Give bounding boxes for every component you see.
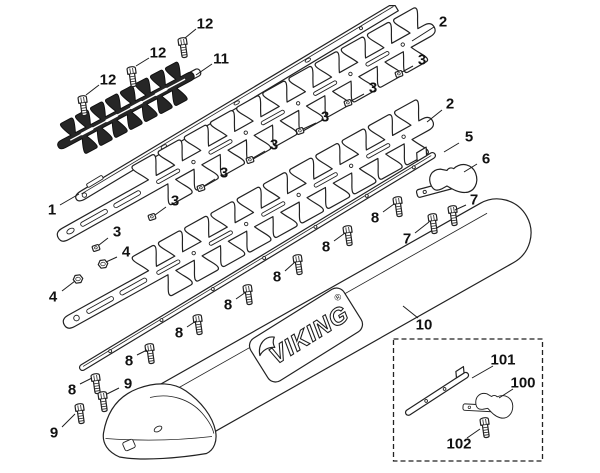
part-label-10: 10: [416, 317, 433, 334]
screw-8: [90, 372, 103, 395]
screw-12: [77, 94, 90, 117]
registered-trademark: ®: [332, 291, 343, 303]
part-label-12: 12: [150, 45, 167, 62]
part-label-8: 8: [322, 239, 330, 256]
short-blade: [57, 61, 202, 154]
screw-8: [192, 313, 205, 336]
callouts: 1 2 2 3 3 3 3 3 3 3 4 4 5 6 7 7 8 8 8 8 …: [48, 14, 536, 453]
screw-7: [427, 212, 440, 235]
part-label-12: 12: [197, 16, 214, 33]
part-label-4: 4: [122, 244, 131, 261]
square-nut-3: [394, 69, 404, 79]
square-nut-3: [91, 243, 101, 253]
part-label-7: 7: [403, 231, 411, 248]
screw-8: [242, 283, 255, 306]
part-label-4: 4: [49, 289, 58, 306]
part-label-1: 1: [48, 202, 56, 219]
part-label-8: 8: [371, 210, 379, 227]
square-nut-3: [147, 212, 157, 222]
part-label-8: 8: [125, 353, 133, 370]
screw-12: [177, 36, 190, 59]
gear-housing-cover: [102, 383, 217, 460]
part-label-2: 2: [446, 96, 454, 113]
screw-8: [292, 253, 305, 276]
support-strip: [78, 146, 437, 372]
part-label-8: 8: [273, 269, 281, 286]
part-label-3: 3: [369, 80, 377, 97]
screw-8: [342, 224, 355, 247]
part-label-8: 8: [175, 325, 183, 342]
part-label-3: 3: [113, 224, 121, 241]
square-nut-3: [245, 155, 255, 165]
screw-8: [144, 342, 157, 365]
screw-12: [126, 65, 139, 88]
part-label-8: 8: [224, 297, 232, 314]
part-label-6: 6: [482, 151, 490, 168]
part-label-101: 101: [490, 352, 515, 369]
part-label-8: 8: [68, 382, 76, 399]
part-label-3: 3: [418, 52, 426, 69]
square-nut-3: [295, 126, 305, 136]
part-label-3: 3: [220, 165, 228, 182]
part-label-100: 100: [510, 375, 535, 392]
viking-wing-icon: [258, 336, 276, 357]
square-nut-3: [196, 183, 206, 193]
part-label-11: 11: [213, 51, 229, 68]
cutter-blade-upper: [56, 7, 436, 242]
part-label-3: 3: [321, 109, 329, 126]
inset-detail-box: [392, 338, 544, 462]
part-label-12: 12: [100, 72, 117, 89]
guide-bar: [75, 5, 399, 202]
part-label-102: 102: [446, 436, 471, 453]
screw-9: [74, 402, 87, 425]
inset-strip-101: [404, 365, 470, 416]
part-label-9: 9: [50, 425, 58, 442]
part-label-3: 3: [270, 137, 278, 154]
part-label-2: 2: [439, 14, 447, 31]
square-nut-3: [343, 98, 353, 108]
part-label-5: 5: [465, 129, 473, 146]
part-label-7: 7: [470, 192, 478, 209]
hex-nut-4: [97, 258, 109, 270]
part-label-3: 3: [171, 193, 179, 210]
screw-8: [392, 195, 405, 218]
part-label-9: 9: [124, 376, 132, 393]
cutter-blade-lower: [62, 99, 435, 329]
leader-lines: [59, 26, 514, 439]
